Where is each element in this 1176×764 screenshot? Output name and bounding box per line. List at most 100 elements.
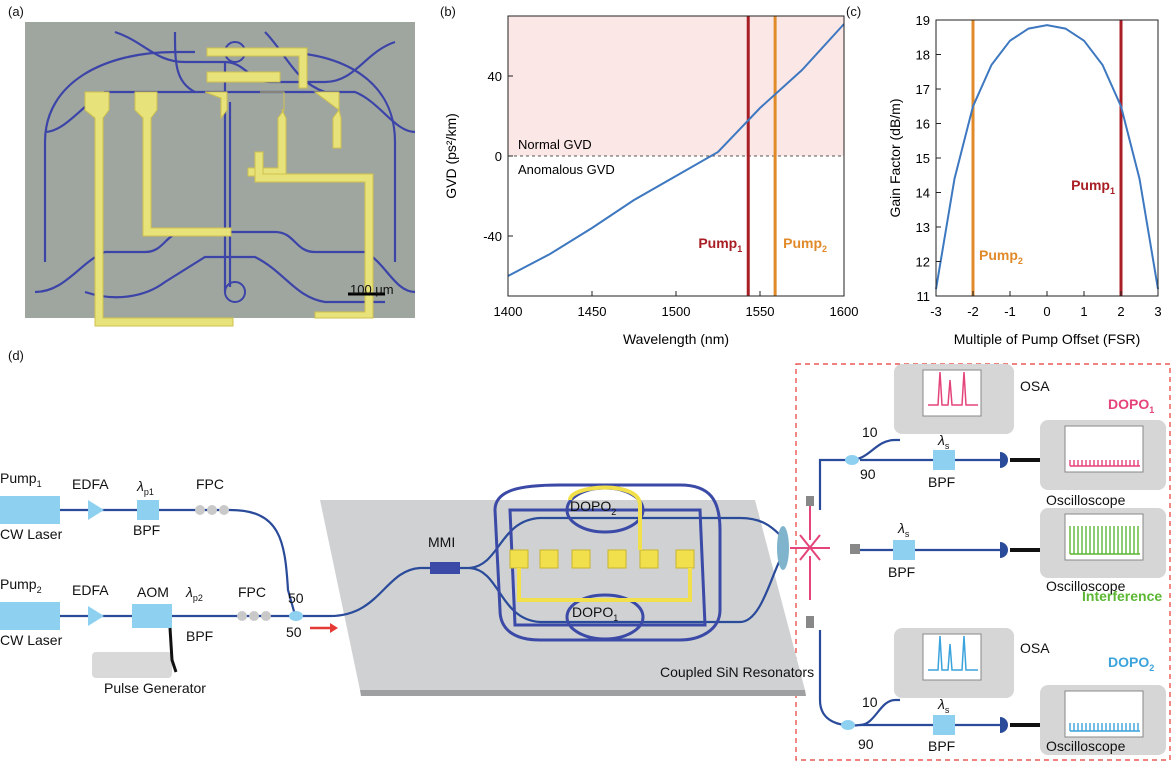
osa2-label: OSA [1020,640,1050,656]
normal-gvd-label: Normal GVD [518,137,592,152]
chip-micrograph [25,22,416,327]
osa1-label: OSA [1020,378,1050,394]
pulse-generator-label: Pulse Generator [104,680,206,696]
pump-label-1: Pump1 [698,235,742,254]
gvd-chart: Normal GVD Anomalous GVD Pump1 Pump2 1400… [443,15,858,347]
anomalous-gvd-label: Anomalous GVD [518,162,615,177]
panel-label-a: (a) [8,4,24,19]
x-tick-label: -3 [930,304,942,319]
y-tick-label: 0 [495,149,502,164]
x-tick-label: 3 [1154,304,1161,319]
free-space-beams [790,500,830,600]
lens [777,526,789,570]
x-tick-label: 1500 [662,304,691,319]
split-10b-label: 10 [862,694,878,710]
coupler-50-50 [289,611,303,621]
y-axis-label: Gain Factor (dB/m) [887,98,903,217]
x-tick-label: 1600 [830,304,859,319]
edfa1-label: EDFA [72,476,109,492]
x-tick-label: -2 [967,304,979,319]
detection-box [795,363,1171,761]
pump2-laser [0,602,60,630]
x-tick-label: 1 [1080,304,1087,319]
experimental-setup [0,363,1171,761]
edfa2-label: EDFA [72,582,109,598]
photodetectors [1000,452,1008,733]
bpf3-label: BPF [928,474,956,490]
panel-label-c: (c) [846,4,862,19]
aom [132,604,172,628]
y-tick-label: 16 [916,117,930,132]
y-tick-label: -40 [483,229,502,244]
dopo2-chip-label: DOPO2 [570,498,617,517]
y-tick-label: 13 [916,220,930,235]
scale-bar-label: 100 μm [350,282,394,297]
oscilloscope-3-label: Oscilloscope [1046,738,1126,754]
y-tick-label: 17 [916,82,930,97]
y-tick-label: 40 [488,69,502,84]
cw-laser-2-label: CW Laser [0,632,63,648]
dopo1-output-label: DOPO1 [1108,396,1155,415]
plot-frame [935,19,1159,297]
lambda-p1-label: λp1 [137,478,154,497]
chip-waveguides [493,483,722,642]
x-tick-label: -1 [1004,304,1016,319]
fpc1 [195,505,229,515]
y-axis-label: GVD (ps²/km) [443,113,459,199]
edfa1 [88,500,104,520]
cw-laser-1-label: CW Laser [0,526,63,542]
y-tick-label: 18 [916,48,930,63]
x-tick-label: 0 [1043,304,1050,319]
lambda-s-1-label: λs [938,432,950,451]
split-10a-label: 10 [862,424,878,440]
pump-label-2: Pump2 [979,247,1023,266]
x-tick-label: 1400 [494,304,523,319]
lambda-p2-label: λp2 [186,584,203,603]
mmi-label: MMI [428,534,456,550]
split-90b-label: 90 [858,736,874,752]
lambda-s-3-label: λs [938,696,950,715]
y-tick-label: 12 [916,255,930,270]
dopo1-chip-label: DOPO1 [572,604,619,623]
fpc2-label: FPC [238,584,266,600]
y-tick-label: 11 [917,289,931,304]
x-tick-label: 1550 [746,304,775,319]
aom-label: AOM [137,584,169,600]
y-tick-label: 15 [916,151,930,166]
edfa2 [88,606,104,626]
split-50a-label: 50 [288,590,304,606]
gain-curve [935,24,1159,290]
oscilloscope-2-label: Oscilloscope [1046,578,1126,594]
panel-label-b: (b) [440,4,456,19]
x-axis-label: Multiple of Pump Offset (FSR) [954,331,1140,347]
panel-label-d: (d) [8,348,24,363]
x-tick-label: 2 [1117,304,1124,319]
bpf4-label: BPF [888,564,916,580]
gvd-curve [507,23,845,277]
mmi-block [430,562,460,574]
bpf2-label: BPF [186,628,214,644]
pump2-label: Pump2 [0,576,42,595]
y-tick-label: 14 [916,186,930,201]
bpf1 [137,500,159,520]
oscilloscope-1-label: Oscilloscope [1046,492,1126,508]
x-axis-label: Wavelength (nm) [623,331,729,347]
normal-gvd-region [508,16,844,156]
lambda-s-2-label: λs [898,520,910,539]
bpf1-label: BPF [133,522,161,538]
split-90a-label: 90 [860,466,876,482]
chip-platform [320,500,805,690]
pump1-label: Pump1 [0,470,42,489]
y-tick-label: 19 [916,13,930,28]
chip-electrodes [509,549,695,569]
pulse-generator [92,652,172,678]
fpc1-label: FPC [196,476,224,492]
pump-label-2: Pump2 [783,235,827,254]
pump1-laser [0,496,60,524]
interference-label: Interference [1082,588,1163,604]
dopo2-output-label: DOPO2 [1108,654,1155,673]
pump-label-1: Pump1 [1071,177,1115,196]
chip-label: Coupled SiN Resonators [660,664,815,680]
fpc2 [237,611,271,621]
